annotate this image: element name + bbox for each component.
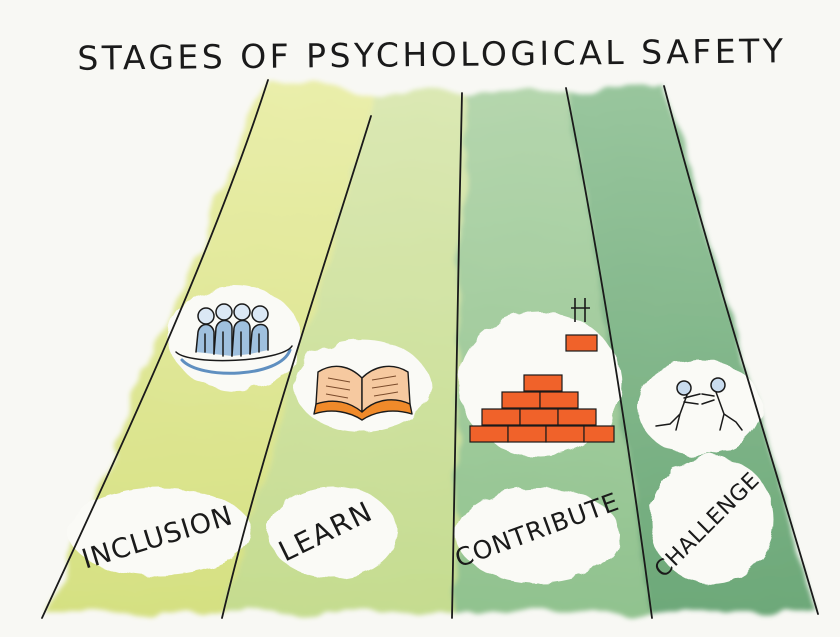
sparring-figures-icon (655, 377, 743, 431)
inclusion-label-patch (68, 488, 252, 576)
brick-wall-icon (469, 298, 615, 443)
group-shadow (180, 348, 292, 375)
divider-line-3 (451, 92, 463, 619)
divider-line-2 (221, 115, 372, 619)
people-group-icon (175, 303, 293, 375)
lane-dividers (41, 79, 819, 619)
divider-line-4 (565, 87, 653, 619)
motion-marks (571, 298, 590, 322)
diagram-title: STAGES OF PSYCHOLOGICAL SAFETY (77, 31, 787, 77)
divider-line-1 (41, 79, 269, 619)
open-book-icon (313, 365, 413, 421)
group-ground (175, 345, 293, 362)
challenge-label-patch (650, 456, 774, 584)
contribute-label-patch (456, 487, 620, 583)
learn-label-patch (268, 486, 396, 578)
challenge-icon-patch (638, 360, 762, 456)
falling-brick (565, 334, 598, 352)
divider-line-5 (663, 85, 819, 615)
